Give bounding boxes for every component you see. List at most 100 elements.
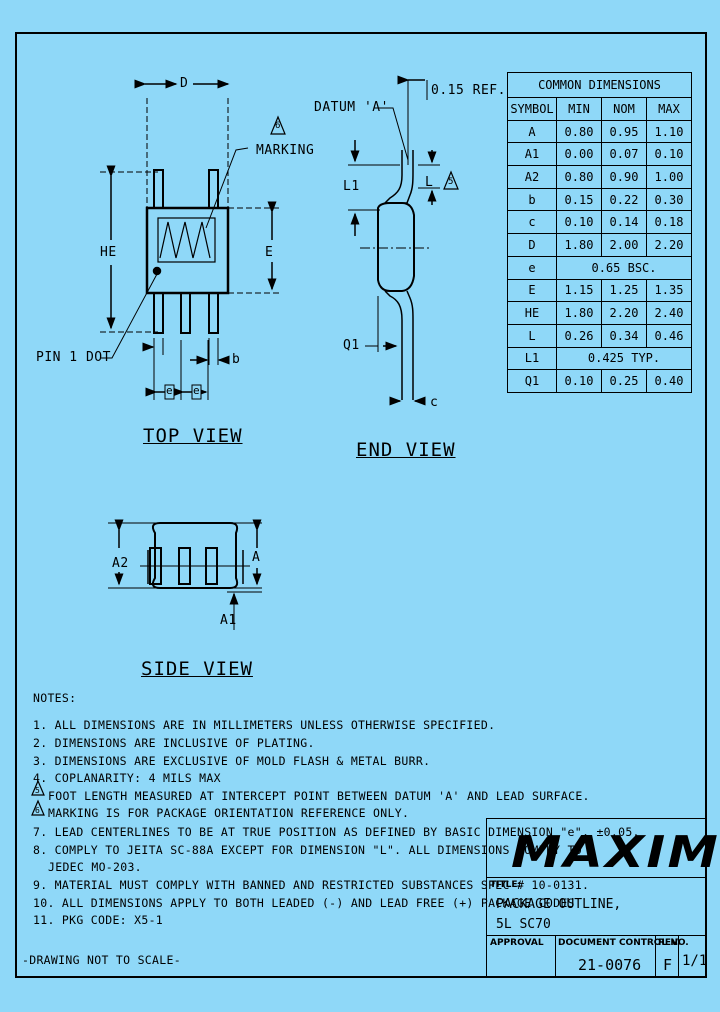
table-cell: 0.80	[556, 165, 602, 189]
table-cell: HE	[507, 301, 557, 325]
table-cell: A	[507, 119, 557, 144]
note-line: 10. ALL DIMENSIONS APPLY TO BOTH LEADED …	[33, 896, 575, 910]
table-cell: 1.10	[646, 119, 692, 144]
table-cell: 0.10	[556, 369, 602, 393]
table-cell: 0.07	[601, 142, 647, 167]
note-line: 2. DIMENSIONS ARE INCLUSIVE OF PLATING.	[33, 736, 315, 750]
label-b: b	[232, 352, 241, 367]
table-header: MAX	[646, 97, 692, 121]
label-A2: A2	[112, 556, 129, 571]
rev-label: REV.	[658, 938, 681, 948]
top-view-drawing	[100, 79, 286, 400]
drawing-not-to-scale: -DRAWING NOT TO SCALE-	[22, 953, 181, 967]
table-cell: c	[507, 210, 557, 235]
table-cell: 0.65 BSC.	[556, 255, 692, 280]
table-cell: 0.10	[646, 142, 692, 167]
note6-flag: 6	[35, 806, 41, 815]
end-view-title: END VIEW	[356, 439, 456, 461]
table-cell: 1.80	[556, 301, 602, 325]
table-cell: 1.80	[556, 233, 602, 257]
table-cell: A1	[507, 142, 557, 167]
label-A1: A1	[220, 613, 237, 628]
label-e-1: e	[166, 384, 174, 397]
doc-label: DOCUMENT CONTROL NO.	[558, 938, 689, 948]
drawing-frame	[15, 32, 707, 978]
note-line: 9. MATERIAL MUST COMPLY WITH BANNED AND …	[33, 878, 590, 892]
note-line: MARKING IS FOR PACKAGE ORIENTATION REFER…	[48, 806, 410, 820]
label-E: E	[265, 245, 274, 260]
note-line: 7. LEAD CENTERLINES TO BE AT TRUE POSITI…	[33, 825, 640, 839]
label-A: A	[252, 550, 261, 565]
table-cell: 0.15	[556, 187, 602, 212]
table-cell: 1.25	[601, 278, 647, 303]
table-cell: 0.425 TYP.	[556, 346, 692, 371]
side-view-drawing	[108, 519, 262, 630]
table-cell: 2.40	[646, 301, 692, 325]
notes-heading: NOTES:	[33, 691, 77, 705]
doc-number: 21-0076	[578, 956, 642, 974]
note-line: 8. COMPLY TO JEITA SC-88A EXCEPT FOR DIM…	[33, 843, 582, 857]
table-cell: 1.35	[646, 278, 692, 303]
sheet-value: 1/1	[682, 953, 708, 969]
label-L: L	[425, 175, 434, 190]
table-cell: 2.20	[601, 301, 647, 325]
title-label: TITLE:	[490, 880, 522, 890]
label-datum-a: DATUM 'A'	[314, 100, 389, 115]
note5-flag: 5	[35, 786, 41, 795]
sheet-box	[678, 935, 707, 978]
note5-triangle-icon	[31, 779, 45, 796]
note-line: JEDEC MO-203.	[48, 860, 142, 874]
end-view-drawing	[348, 75, 459, 406]
table-cell: b	[507, 187, 557, 212]
side-view-title: SIDE VIEW	[141, 658, 253, 680]
table-header: SYMBOL	[507, 97, 557, 121]
table-cell: L	[507, 323, 557, 348]
label-flag-5-end: 5	[448, 177, 454, 187]
table-title: COMMON DIMENSIONS	[507, 72, 692, 98]
top-view-title: TOP VIEW	[143, 425, 243, 447]
note-line: FOOT LENGTH MEASURED AT INTERCEPT POINT …	[48, 789, 590, 803]
maxim-logo: MAXIM	[511, 827, 720, 878]
rev-value: F	[663, 956, 673, 974]
table-cell: 1.00	[646, 165, 692, 189]
approval-label: APPROVAL	[490, 938, 544, 948]
label-flag-6-top: 6	[275, 121, 281, 131]
table-header: MIN	[556, 97, 602, 121]
table-cell: 0.00	[556, 142, 602, 167]
table-cell: A2	[507, 165, 557, 189]
note-line: 1. ALL DIMENSIONS ARE IN MILLIMETERS UNL…	[33, 718, 496, 732]
label-ref: 0.15 REF.	[431, 83, 506, 98]
label-Q1: Q1	[343, 338, 360, 353]
table-cell: 0.22	[601, 187, 647, 212]
table-cell: 0.26	[556, 323, 602, 348]
table-cell: 0.80	[556, 119, 602, 144]
table-cell: L1	[507, 346, 557, 371]
note-line: 4. COPLANARITY: 4 MILS MAX	[33, 771, 221, 785]
table-cell: 2.00	[601, 233, 647, 257]
label-e-2: e	[193, 384, 201, 397]
table-cell: 0.95	[601, 119, 647, 144]
table-cell: 0.30	[646, 187, 692, 212]
table-cell: 0.46	[646, 323, 692, 348]
table-cell: E	[507, 278, 557, 303]
note-line: 11. PKG CODE: X5-1	[33, 913, 164, 927]
label-HE: HE	[100, 245, 117, 260]
table-cell: 0.25	[601, 369, 647, 393]
table-cell: 0.18	[646, 210, 692, 235]
label-c: c	[430, 395, 439, 410]
table-cell: 1.15	[556, 278, 602, 303]
table-cell: 0.90	[601, 165, 647, 189]
table-header: NOM	[601, 97, 647, 121]
